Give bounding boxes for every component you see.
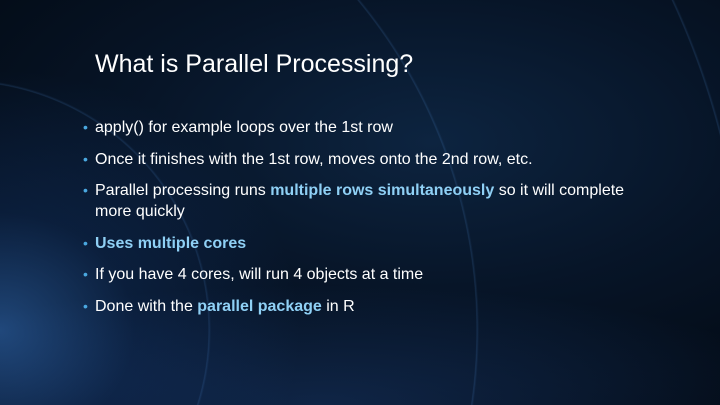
bullet-text: apply() for example loops over the 1st r… (95, 119, 393, 136)
bullet-item: • apply() for example loops over the 1st … (80, 117, 660, 138)
bullet-text: If you have 4 cores, will run 4 objects … (95, 266, 424, 283)
bullet-item: • Parallel processing runs multiple rows … (80, 180, 660, 222)
bullet-icon: • (83, 234, 88, 251)
bullet-icon: • (83, 182, 88, 198)
bullet-text: so it will complete more quickly (95, 182, 625, 220)
bullet-list: • apply() for example loops over the 1st … (80, 117, 660, 327)
highlighted-text: multiple rows simultaneously (270, 182, 495, 199)
bullet-icon: • (83, 150, 88, 167)
bullet-item: • Uses multiple cores (80, 233, 660, 254)
bullet-text: Parallel processing runs (95, 182, 271, 199)
bullet-text: Done with the (95, 297, 198, 315)
bullet-item: • Done with the parallel package in R (80, 296, 660, 317)
bullet-text: Once it finishes with the 1st row, moves… (95, 150, 533, 168)
bullet-item: • If you have 4 cores, will run 4 objects… (80, 264, 660, 285)
bullet-text: in R (321, 297, 355, 315)
highlighted-text: parallel package (197, 297, 322, 315)
bullet-item: • Once it finishes with the 1st row, move… (80, 149, 660, 170)
slide-title: What is Parallel Processing? (95, 50, 414, 78)
bullet-icon: • (83, 119, 88, 135)
bullet-icon: • (83, 297, 88, 314)
highlighted-text: Uses multiple cores (95, 234, 247, 252)
bullet-icon: • (83, 266, 88, 282)
